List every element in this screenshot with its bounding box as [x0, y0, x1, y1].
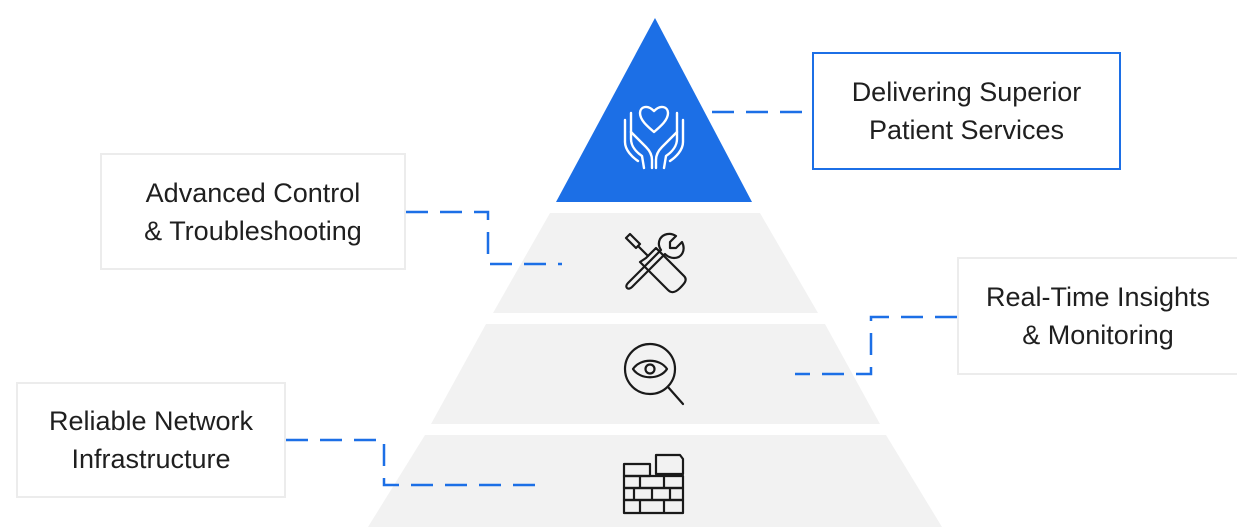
brick-wall-icon [622, 453, 685, 515]
label-line: & Monitoring [1022, 320, 1174, 350]
label-box-patient-services: Delivering Superior Patient Services [812, 52, 1121, 170]
label-box-insights-monitoring: Real-Time Insights & Monitoring [957, 257, 1237, 375]
heart-hands-icon [623, 105, 685, 170]
label-line: Infrastructure [71, 444, 231, 474]
pyramid-tier-4 [368, 435, 942, 527]
pyramid-tier-3 [431, 324, 880, 424]
eye-search-icon [623, 342, 685, 406]
tools-icon [624, 232, 687, 294]
label-box-control-troubleshooting: Advanced Control & Troubleshooting [100, 153, 406, 270]
label-line: Delivering Superior [851, 77, 1082, 107]
connector-tier-4 [286, 438, 545, 487]
label-line: & Troubleshooting [144, 215, 362, 246]
label-line: Advanced Control [145, 177, 361, 208]
label-box-network-infrastructure: Reliable Network Infrastructure [16, 382, 286, 498]
connector-tier-2 [406, 210, 562, 266]
label-line: Reliable Network [48, 406, 254, 436]
label-line: Real-Time Insights [985, 282, 1211, 312]
connector-tier-3 [795, 315, 957, 376]
label-line: Patient Services [868, 115, 1065, 145]
